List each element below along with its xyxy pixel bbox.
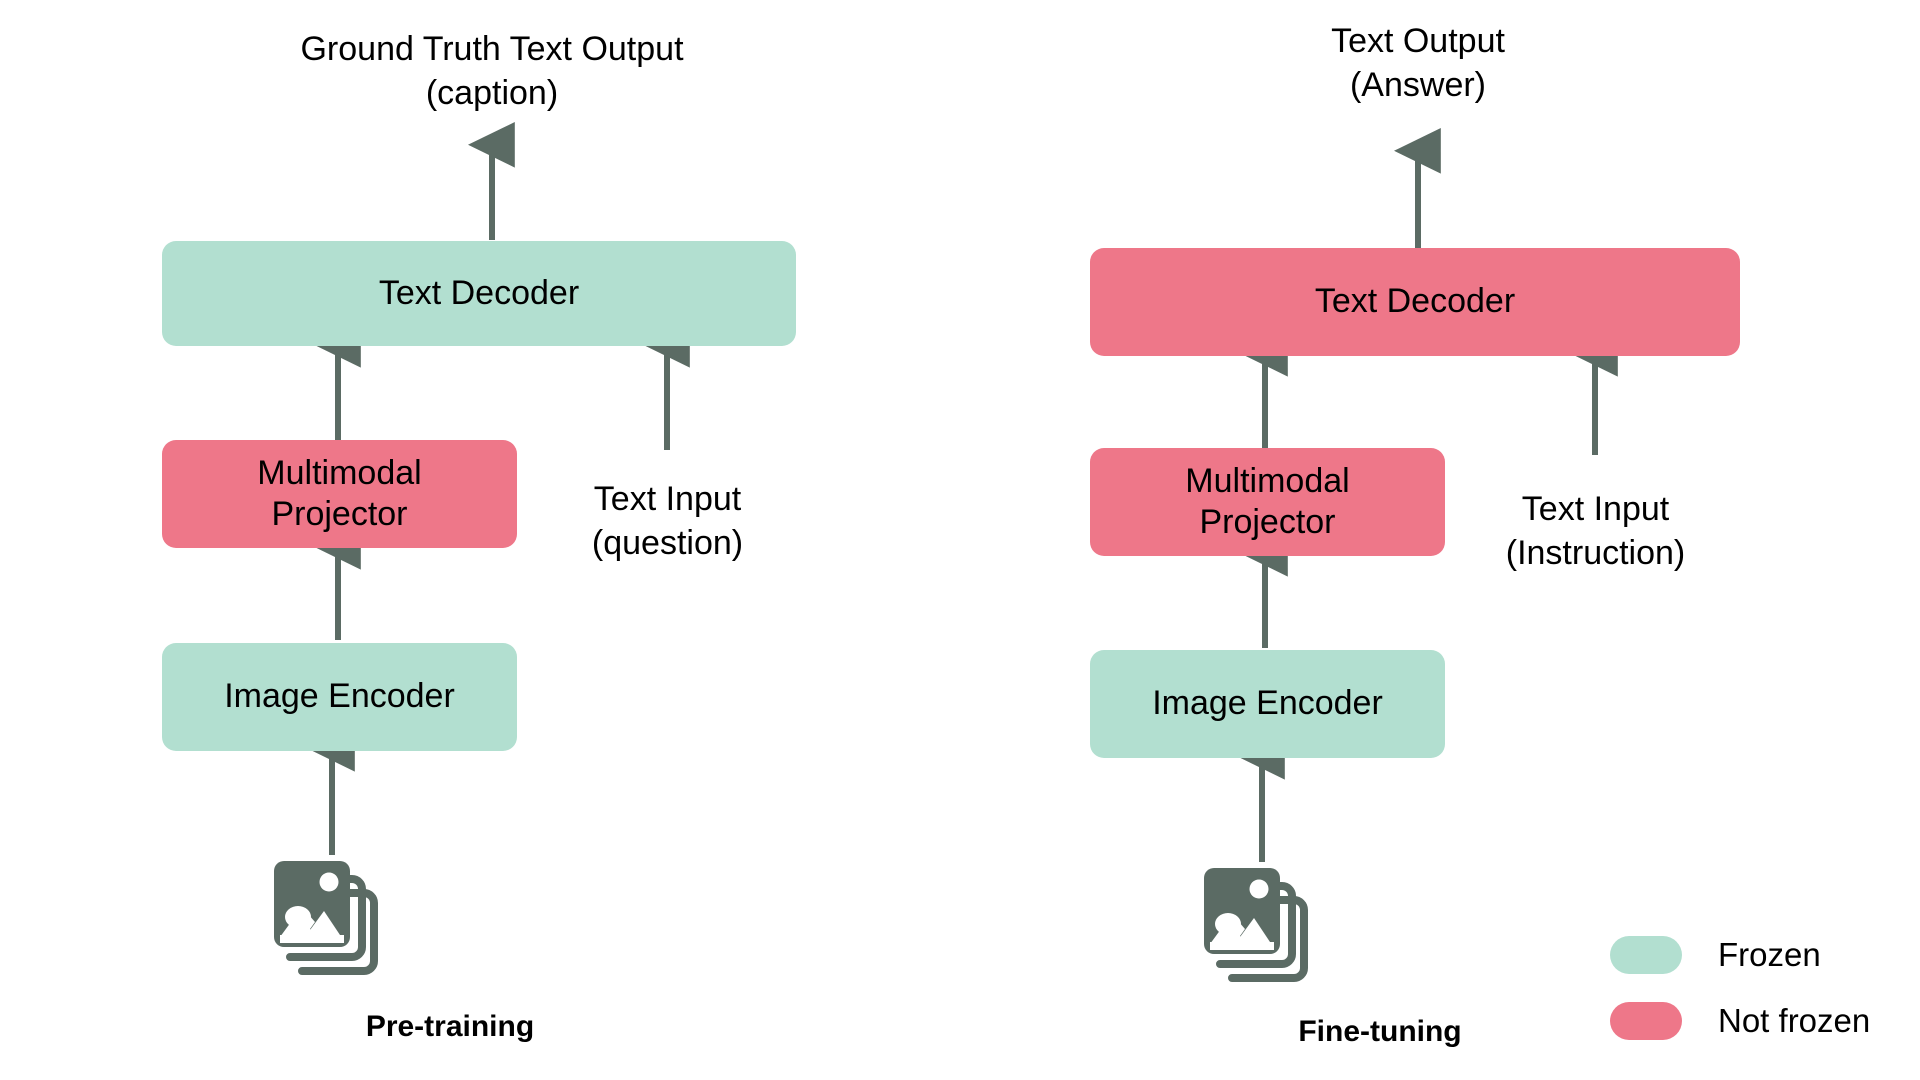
image-encoder-box-finetuning[interactable]: Image Encoder	[1090, 650, 1445, 758]
text-decoder-box-finetuning[interactable]: Text Decoder	[1090, 248, 1740, 356]
legend-label-not-frozen: Not frozen	[1718, 1002, 1871, 1039]
stage-label-finetuning: Fine-tuning	[1298, 1015, 1462, 1048]
multimodal-projector-box-pretraining[interactable]: Multimodal Projector	[162, 440, 517, 548]
legend-label-frozen: Frozen	[1718, 936, 1821, 973]
legend-swatch-frozen	[1610, 936, 1682, 974]
text-input-question-label: Text Input (question)	[591, 480, 744, 562]
legend: Frozen Not frozen	[1610, 935, 1910, 1067]
ground-truth-text-output-label: Ground Truth Text Output (caption)	[300, 30, 684, 112]
image-encoder-box-pretraining[interactable]: Image Encoder	[162, 643, 517, 751]
legend-item-frozen: Frozen	[1610, 935, 1910, 975]
text-output-answer-label: Text Output (Answer)	[1331, 22, 1505, 104]
image-stack-icon-pretraining	[272, 855, 392, 985]
text-input-instruction-label: Text Input (Instruction)	[1505, 490, 1686, 572]
legend-swatch-not-frozen	[1610, 1002, 1682, 1040]
image-stack-icon-finetuning	[1202, 862, 1322, 992]
legend-item-not-frozen: Not frozen	[1610, 1001, 1910, 1041]
text-decoder-box-pretraining[interactable]: Text Decoder	[162, 241, 796, 346]
multimodal-projector-box-finetuning[interactable]: Multimodal Projector	[1090, 448, 1445, 556]
stage-label-pretraining: Pre-training	[365, 1010, 535, 1043]
